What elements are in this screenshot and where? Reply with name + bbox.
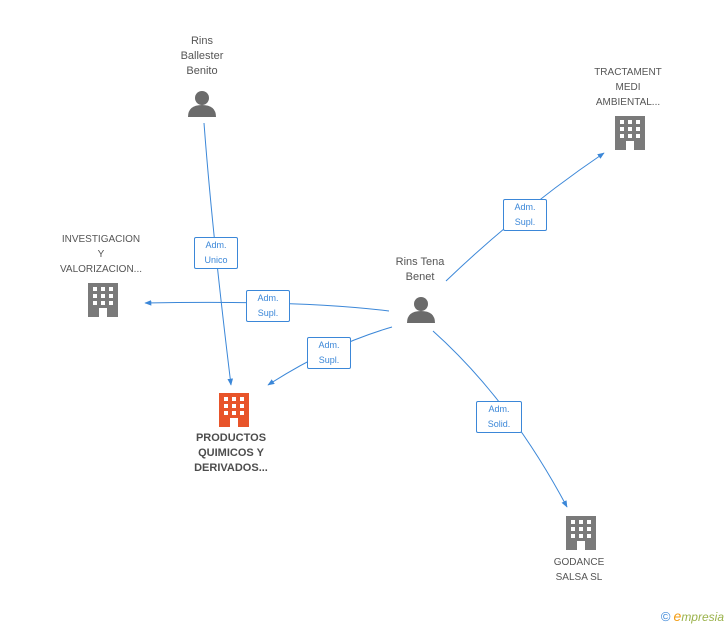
brand-name: mpresia — [681, 610, 724, 624]
node-label-line: Benet — [405, 271, 435, 283]
node-label-line: PRODUCTOS — [195, 432, 267, 444]
node-label-line: Rins Tena — [395, 256, 445, 268]
node-label-line: INVESTIGACION — [61, 234, 141, 245]
brand-initial: e — [673, 608, 682, 624]
node-label-line: Y — [97, 249, 105, 260]
edge-label-line: Supl. — [318, 355, 340, 365]
edge-label-line: Supl. — [514, 217, 536, 227]
node-label-productos-quimicos[interactable]: PRODUCTOS QUIMICOS Y DERIVADOS... — [181, 431, 281, 476]
building-icon-main[interactable] — [219, 393, 249, 427]
edge-label-line: Adm. — [318, 340, 340, 350]
node-label-line: DERIVADOS... — [194, 462, 268, 474]
node-label-rins-ballester-benito[interactable]: Rins Ballester Benito — [160, 34, 244, 79]
node-label-line: SALSA SL — [555, 572, 603, 583]
edge-label-adm-solid[interactable]: Adm. Solid. — [476, 401, 522, 433]
edge-label-line: Adm. — [205, 240, 227, 250]
node-label-line: GODANCE — [553, 557, 605, 568]
edge-label-adm-supl-tractament[interactable]: Adm. Supl. — [503, 199, 547, 231]
node-label-rins-tena-benet[interactable]: Rins Tena Benet — [378, 255, 462, 285]
node-label-line: QUIMICOS Y — [198, 447, 264, 459]
person-icon[interactable] — [407, 297, 435, 323]
node-label-investigacion[interactable]: INVESTIGACION Y VALORIZACION... — [45, 232, 157, 277]
building-icon[interactable] — [88, 283, 118, 317]
node-label-line: AMBIENTAL... — [595, 97, 661, 108]
node-label-line: Rins — [190, 35, 213, 47]
edge-label-line: Adm. — [488, 404, 510, 414]
edge-label-line: Adm. — [514, 202, 536, 212]
node-label-line: Benito — [186, 65, 218, 77]
node-label-line: MEDI — [615, 82, 641, 93]
building-icon[interactable] — [566, 516, 596, 550]
node-label-tractament[interactable]: TRACTAMENT MEDI AMBIENTAL... — [580, 65, 676, 110]
edge-label-adm-unico[interactable]: Adm. Unico — [194, 237, 238, 269]
empresia-logo: ©empresia — [661, 608, 724, 624]
edge-label-line: Adm. — [257, 293, 279, 303]
copyright-symbol: © — [660, 609, 671, 624]
node-label-line: TRACTAMENT — [594, 67, 662, 78]
edge-label-adm-supl-investigacion[interactable]: Adm. Supl. — [246, 290, 290, 322]
node-label-line: VALORIZACION... — [59, 264, 143, 275]
edge-label-adm-supl-productos[interactable]: Adm. Supl. — [307, 337, 351, 369]
node-label-line: Ballester — [180, 50, 224, 62]
node-label-godance-salsa[interactable]: GODANCE SALSA SL — [534, 555, 624, 585]
building-icon[interactable] — [615, 116, 645, 150]
edge-label-line: Supl. — [257, 308, 279, 318]
person-icon[interactable] — [188, 91, 216, 117]
edge-label-line: Unico — [204, 255, 228, 265]
edge-label-line: Solid. — [487, 419, 511, 429]
